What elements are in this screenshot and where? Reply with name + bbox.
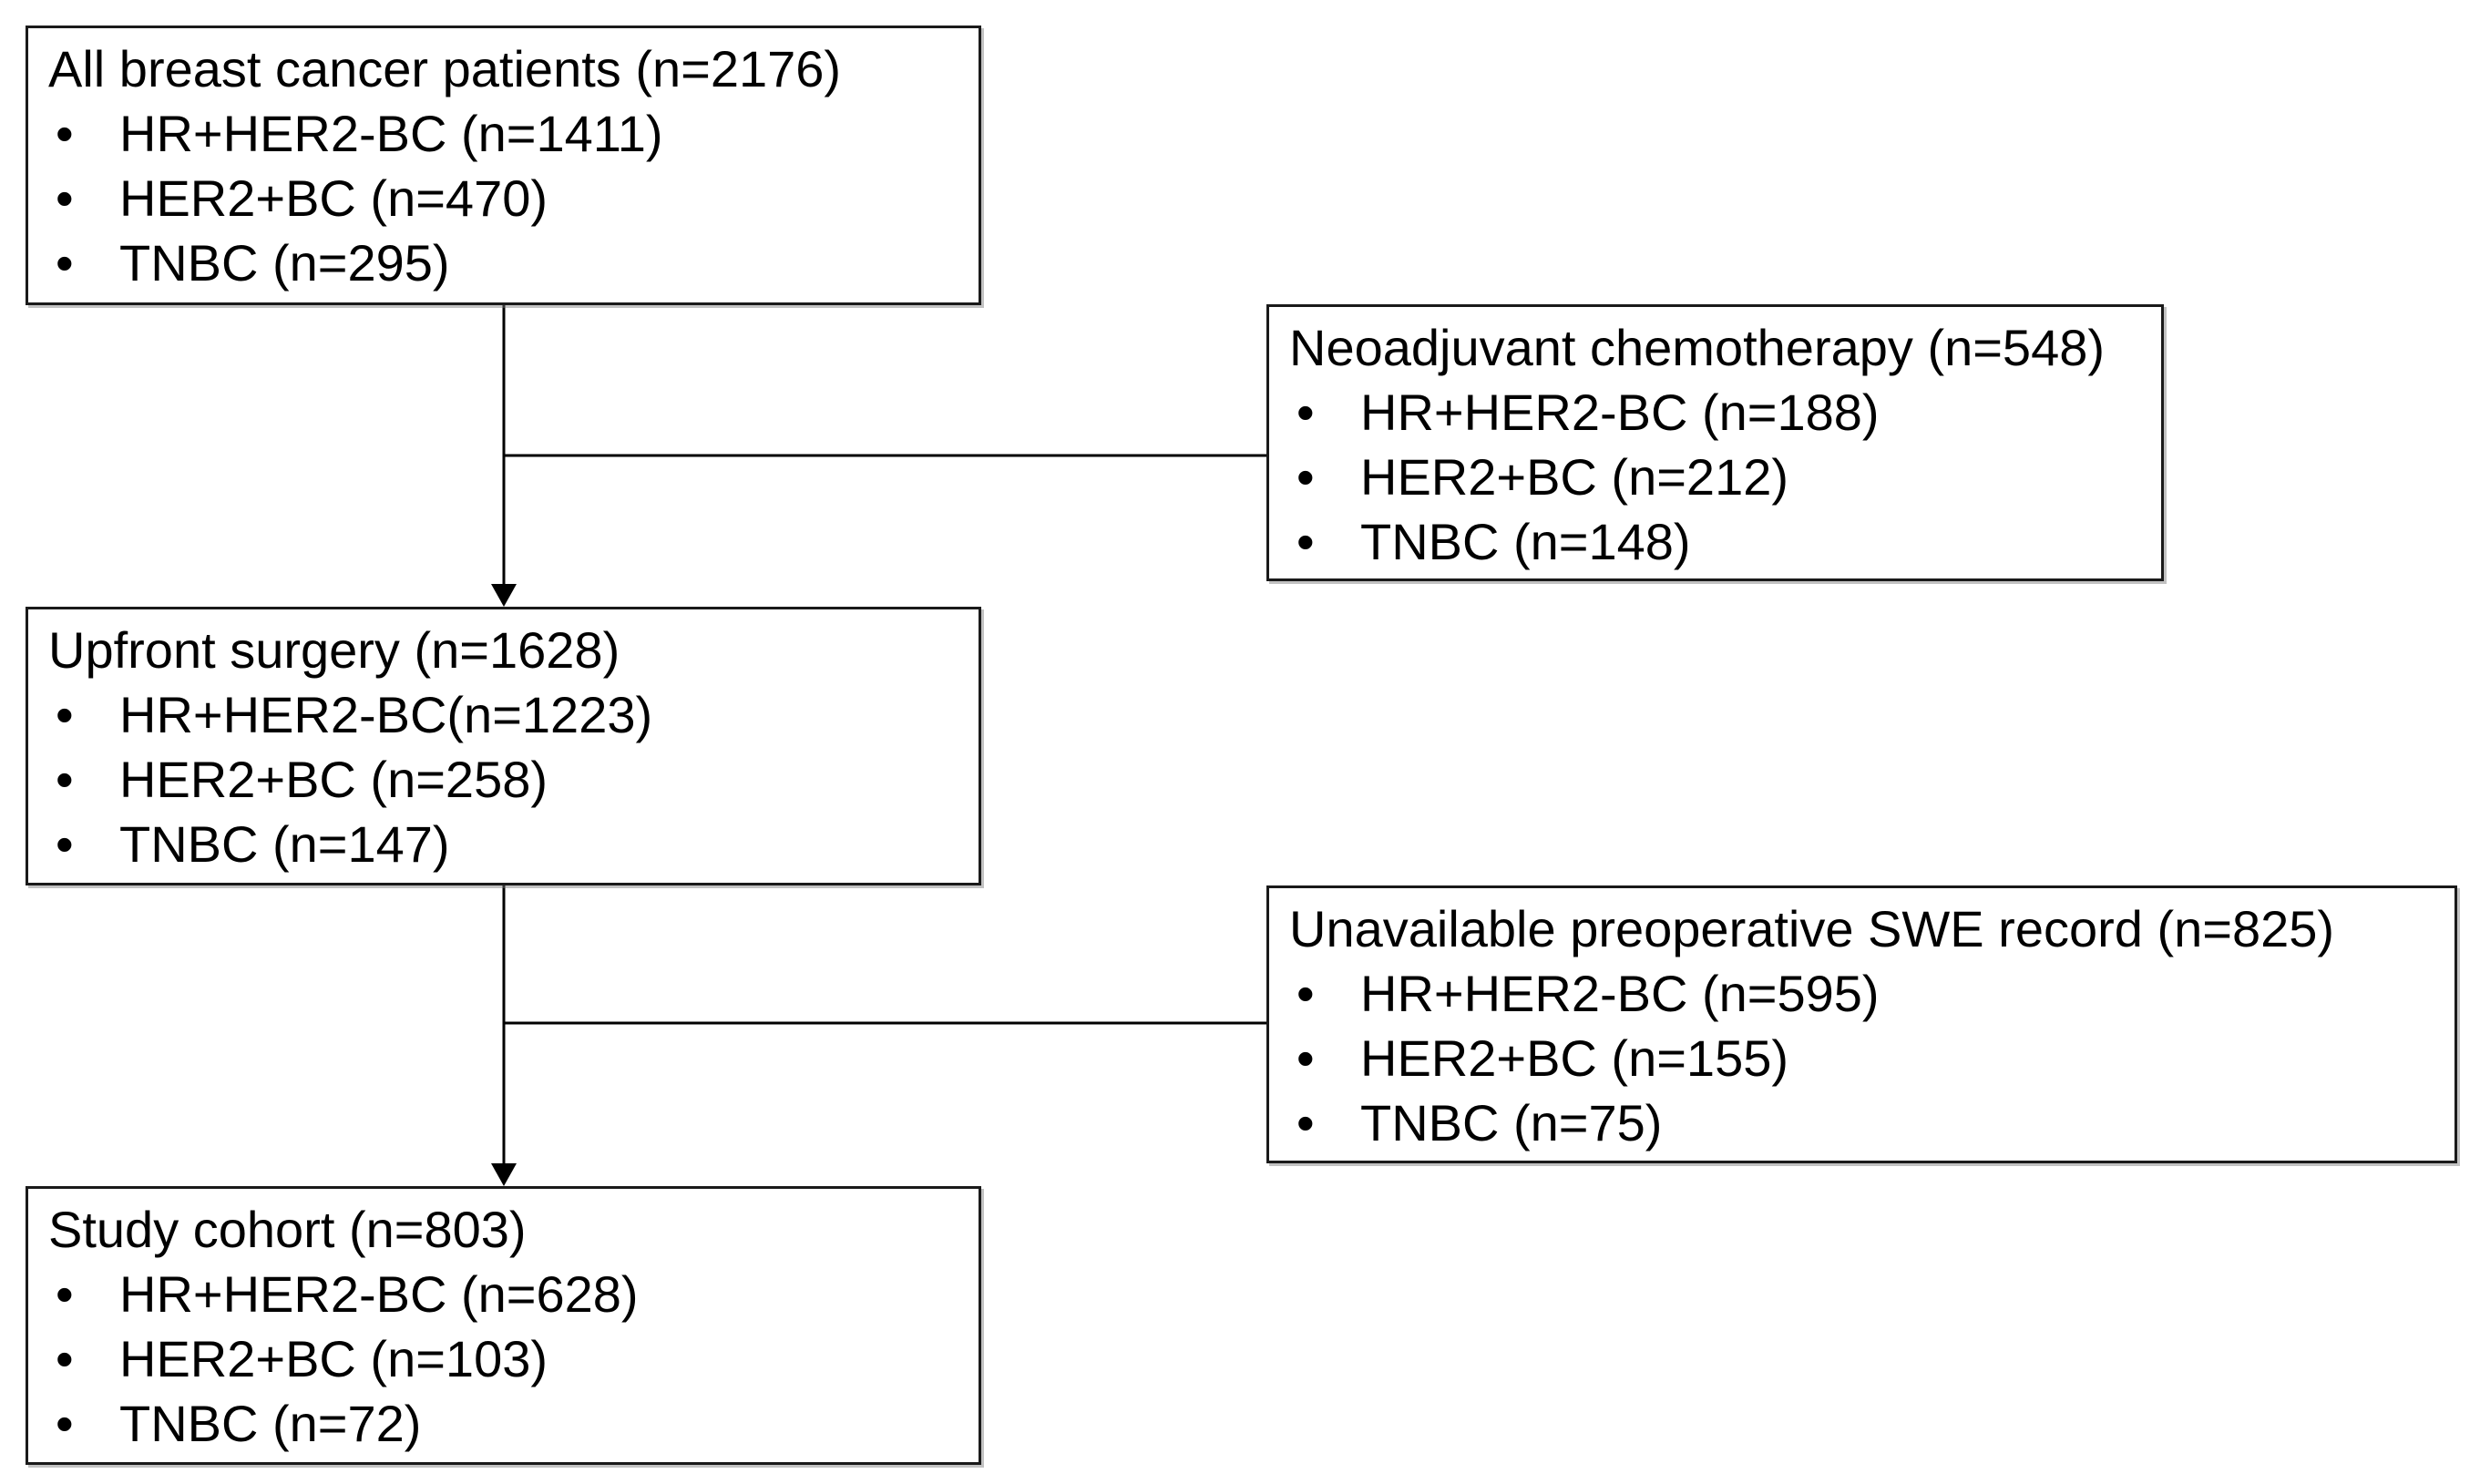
arrowhead-to-study-cohort xyxy=(491,1163,517,1186)
box-item: TNBC (n=75) xyxy=(1269,1090,2454,1155)
box-item: HR+HER2-BC (n=595) xyxy=(1269,961,2454,1026)
box-item: HR+HER2-BC (n=628) xyxy=(28,1262,979,1326)
box-item: HR+HER2-BC (n=188) xyxy=(1269,380,2161,445)
box-title: All breast cancer patients (n=2176) xyxy=(48,40,842,97)
box-item: TNBC (n=295) xyxy=(28,230,979,295)
box-item-list: HR+HER2-BC (n=628) HER2+BC (n=103) TNBC … xyxy=(28,1262,979,1456)
box-item: TNBC (n=72) xyxy=(28,1391,979,1456)
box-item: HER2+BC (n=155) xyxy=(1269,1026,2454,1090)
box-item: TNBC (n=147) xyxy=(28,812,979,876)
box-title: Unavailable preoperative SWE record (n=8… xyxy=(1289,900,2335,957)
box-title: Neoadjuvant chemotherapy (n=548) xyxy=(1289,319,2106,376)
arrowhead-to-upfront-surgery xyxy=(491,584,517,607)
box-item-list: HR+HER2-BC (n=1411) HER2+BC (n=470) TNBC… xyxy=(28,101,979,295)
box-title: Upfront surgery (n=1628) xyxy=(48,621,620,679)
flow-box-all-patients: All breast cancer patients (n=2176) HR+H… xyxy=(26,26,981,305)
flow-box-neoadjuvant-chemotherapy: Neoadjuvant chemotherapy (n=548) HR+HER2… xyxy=(1266,304,2164,581)
box-item: HER2+BC (n=258) xyxy=(28,747,979,812)
box-item: HR+HER2-BC(n=1223) xyxy=(28,682,979,747)
box-item-list: HR+HER2-BC (n=188) HER2+BC (n=212) TNBC … xyxy=(1269,380,2161,574)
box-item: HER2+BC (n=470) xyxy=(28,166,979,230)
flow-box-study-cohort: Study cohort (n=803) HR+HER2-BC (n=628) … xyxy=(26,1186,981,1465)
flow-box-upfront-surgery: Upfront surgery (n=1628) HR+HER2-BC(n=12… xyxy=(26,607,981,885)
flow-box-unavailable-swe-record: Unavailable preoperative SWE record (n=8… xyxy=(1266,885,2457,1163)
box-item: TNBC (n=148) xyxy=(1269,509,2161,574)
box-item: HR+HER2-BC (n=1411) xyxy=(28,101,979,166)
box-title: Study cohort (n=803) xyxy=(48,1201,527,1258)
box-item: HER2+BC (n=103) xyxy=(28,1326,979,1391)
box-item-list: HR+HER2-BC(n=1223) HER2+BC (n=258) TNBC … xyxy=(28,682,979,876)
box-item-list: HR+HER2-BC (n=595) HER2+BC (n=155) TNBC … xyxy=(1269,961,2454,1155)
box-item: HER2+BC (n=212) xyxy=(1269,445,2161,509)
